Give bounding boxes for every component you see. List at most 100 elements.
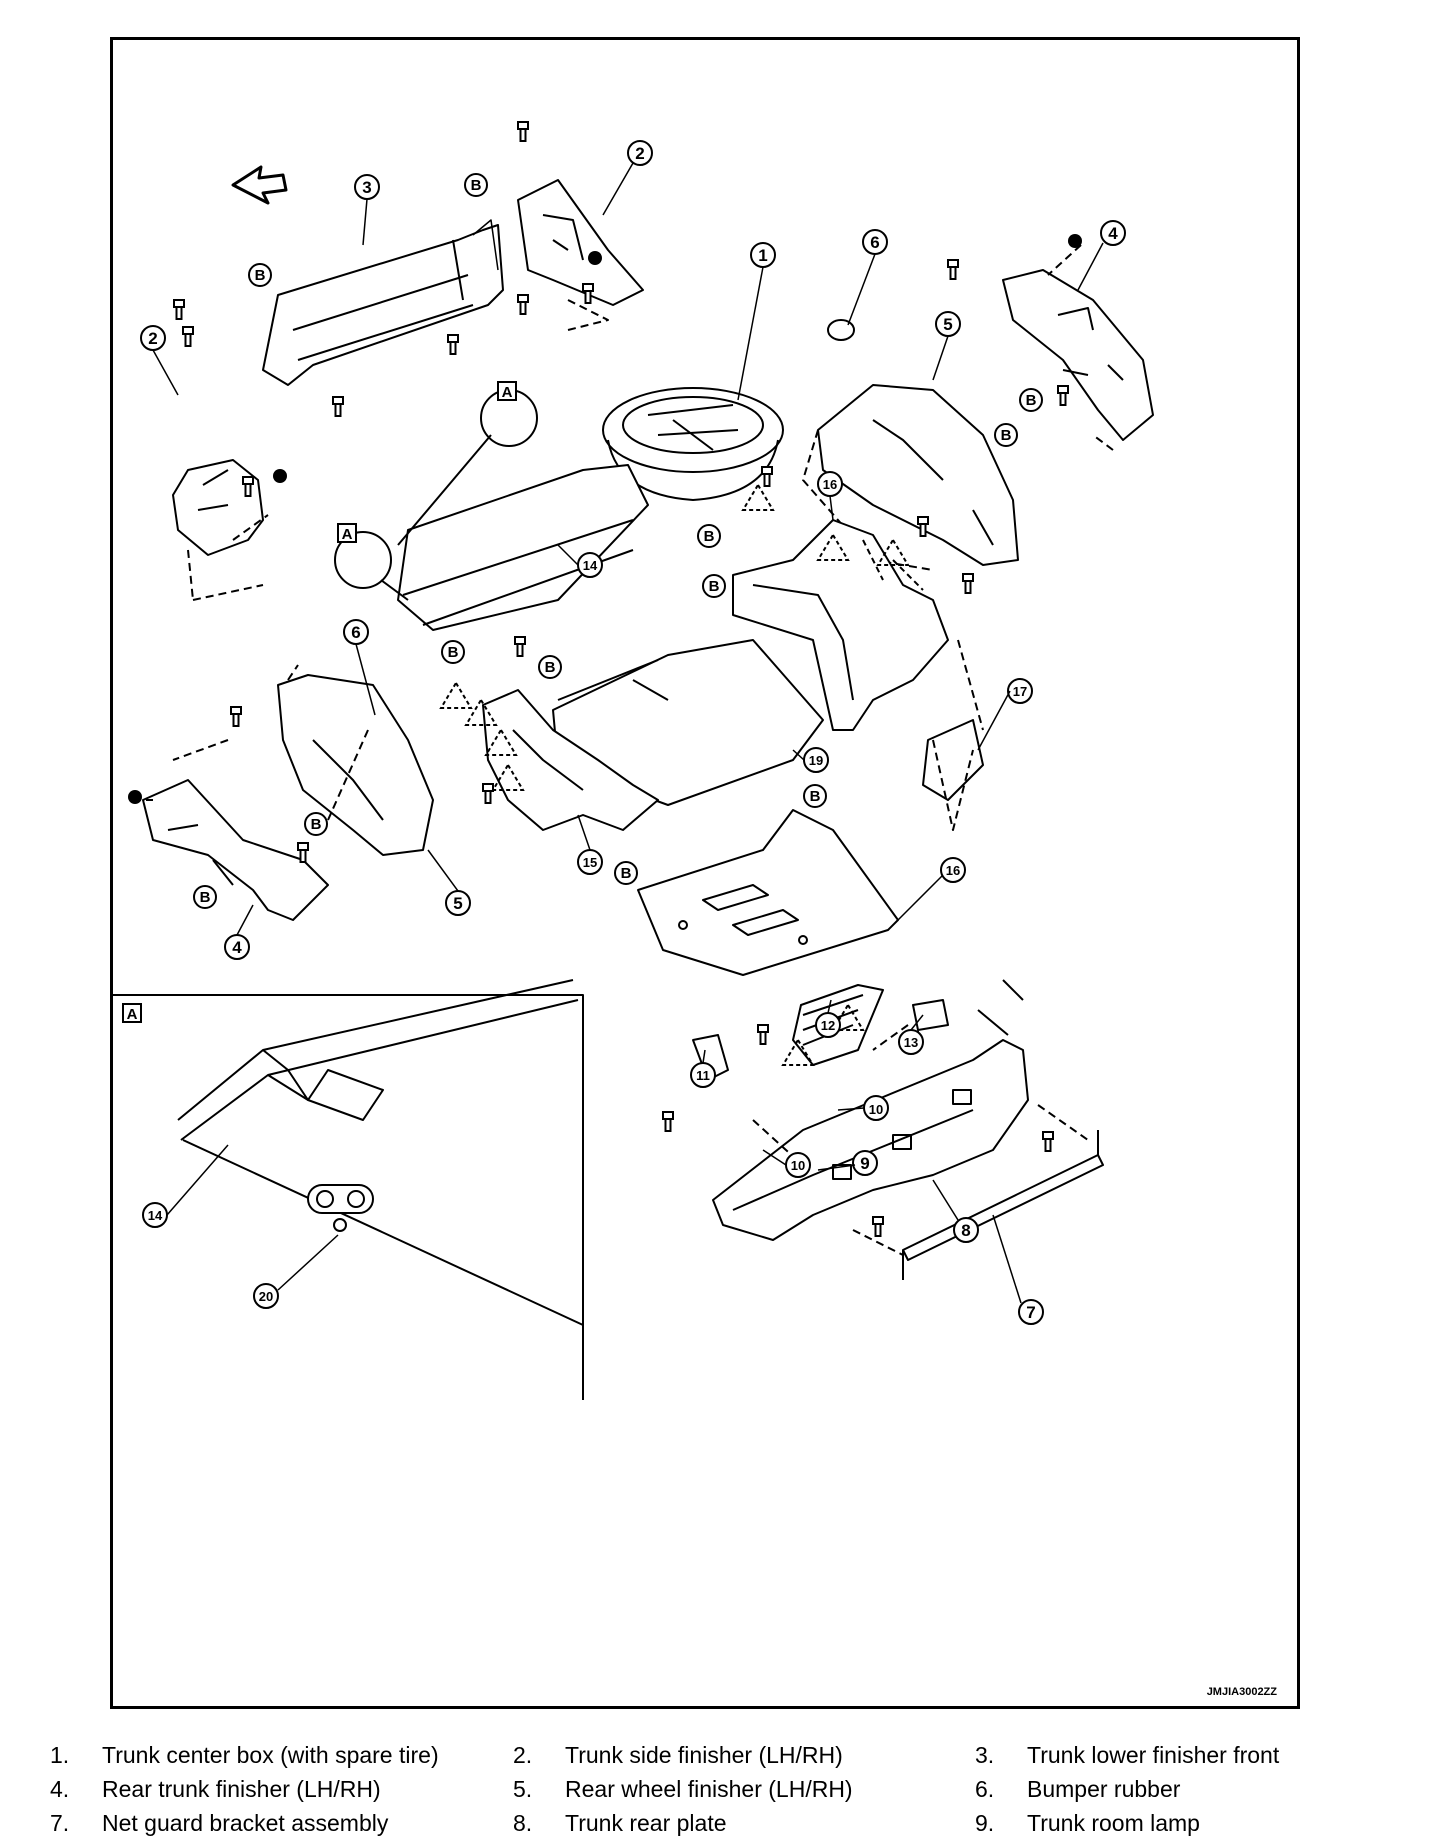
svg-text:10: 10 <box>869 1102 883 1117</box>
svg-text:16: 16 <box>823 477 837 492</box>
svg-text:3: 3 <box>362 178 371 197</box>
svg-text:B: B <box>545 659 556 676</box>
front-direction-arrow-icon <box>231 165 288 205</box>
callouts: 1 2 2 3 4 4 5 5 6 6 7 8 9 10 10 11 12 13… <box>140 140 1126 1325</box>
svg-text:7: 7 <box>1026 1303 1035 1322</box>
callout-7: 7 <box>1018 1299 1044 1325</box>
callout-6a: 6 <box>862 229 888 255</box>
svg-text:A: A <box>342 526 353 543</box>
reference-dots <box>128 234 1082 804</box>
part-13-shape <box>912 999 949 1031</box>
svg-text:5: 5 <box>453 894 462 913</box>
legend-number: 4. <box>50 1776 70 1802</box>
svg-text:14: 14 <box>148 1208 163 1223</box>
svg-text:2: 2 <box>635 144 644 163</box>
legend-text: Rear trunk finisher (LH/RH) <box>102 1776 381 1802</box>
callout-17: 17 <box>1007 678 1033 704</box>
svg-text:10: 10 <box>791 1158 805 1173</box>
legend-number: 5. <box>513 1776 533 1802</box>
svg-text:B: B <box>621 865 632 882</box>
callout-15: 15 <box>577 849 603 875</box>
svg-text:4: 4 <box>1108 224 1118 243</box>
callout-11: 11 <box>690 1062 716 1088</box>
legend-text: Trunk side finisher (LH/RH) <box>565 1742 843 1768</box>
legend-text: Trunk room lamp <box>1027 1810 1200 1836</box>
marker-b: B <box>304 812 328 836</box>
callout-9: 9 <box>852 1150 878 1176</box>
svg-text:B: B <box>471 177 482 194</box>
marker-b: B <box>994 423 1018 447</box>
svg-text:12: 12 <box>821 1018 835 1033</box>
marker-b: B <box>1019 388 1043 412</box>
part-5-upper-shape <box>817 384 1019 566</box>
callout-14b: 14 <box>142 1202 168 1228</box>
svg-text:4: 4 <box>232 938 242 957</box>
marker-b: B <box>538 655 562 679</box>
svg-text:B: B <box>1026 392 1037 409</box>
svg-text:14: 14 <box>583 558 598 573</box>
svg-text:17: 17 <box>1013 684 1027 699</box>
diagram-frame: 1 2 2 3 4 4 5 5 6 6 7 8 9 10 10 11 12 13… <box>110 37 1300 1709</box>
callout-3: 3 <box>354 174 380 200</box>
legend-number: 2. <box>513 1742 533 1768</box>
svg-text:19: 19 <box>809 753 823 768</box>
legend-text: Bumper rubber <box>1027 1776 1181 1802</box>
callout-1: 1 <box>750 242 776 268</box>
svg-text:16: 16 <box>946 863 960 878</box>
marker-b: B <box>697 524 721 548</box>
inset-a-border <box>113 994 584 1400</box>
svg-text:B: B <box>448 644 459 661</box>
svg-text:B: B <box>704 528 715 545</box>
legend-text: Trunk center box (with spare tire) <box>102 1742 439 1768</box>
part-2-upper-shape <box>517 179 644 306</box>
svg-text:6: 6 <box>870 233 879 252</box>
callout-2b: 2 <box>140 325 166 351</box>
svg-text:B: B <box>200 889 211 906</box>
legend-number: 9. <box>975 1810 995 1836</box>
callout-5a: 5 <box>935 311 961 337</box>
part-8-shape <box>712 1039 1029 1241</box>
part-3-shape <box>262 224 504 386</box>
marker-a: A <box>337 523 357 543</box>
part-5-lower-shape <box>277 674 434 856</box>
part-4-upper-shape <box>1002 269 1154 441</box>
marker-a: A <box>497 381 517 401</box>
callout-12: 12 <box>815 1012 841 1038</box>
marker-b: B <box>464 173 488 197</box>
callout-6b: 6 <box>343 619 369 645</box>
part-14-board-shape <box>397 464 649 631</box>
marker-b: B <box>248 263 272 287</box>
marker-a: A <box>122 1003 142 1023</box>
callout-8: 8 <box>953 1217 979 1243</box>
part-17-shape <box>922 719 984 801</box>
part-4-lower-shape <box>142 779 329 921</box>
svg-text:B: B <box>255 267 266 284</box>
marker-b: B <box>193 885 217 909</box>
svg-text:1: 1 <box>758 246 767 265</box>
a-markers: A A A <box>122 381 517 1023</box>
svg-text:2: 2 <box>148 329 157 348</box>
part-16-lower-shape <box>637 809 899 976</box>
callout-14a: 14 <box>577 552 603 578</box>
callout-10a: 10 <box>863 1095 889 1121</box>
legend-text: Trunk lower finisher front <box>1027 1742 1280 1768</box>
legend-number: 8. <box>513 1810 533 1836</box>
callout-20: 20 <box>253 1283 279 1309</box>
svg-text:9: 9 <box>860 1154 869 1173</box>
callout-16b: 16 <box>940 857 966 883</box>
callout-10b: 10 <box>785 1152 811 1178</box>
svg-text:B: B <box>810 788 821 805</box>
svg-text:8: 8 <box>961 1221 970 1240</box>
legend-text: Rear wheel finisher (LH/RH) <box>565 1776 853 1802</box>
part-1-center-box <box>602 387 784 501</box>
legend-text: Net guard bracket assembly <box>102 1810 389 1836</box>
callout-2a: 2 <box>627 140 653 166</box>
exploded-parts-diagram: 1 2 2 3 4 4 5 5 6 6 7 8 9 10 10 11 12 13… <box>113 121 1154 1400</box>
svg-text:13: 13 <box>904 1035 918 1050</box>
legend-number: 6. <box>975 1776 995 1802</box>
svg-text:11: 11 <box>696 1068 710 1083</box>
marker-b: B <box>441 640 465 664</box>
svg-text:20: 20 <box>259 1289 273 1304</box>
svg-text:B: B <box>1001 427 1012 444</box>
svg-text:15: 15 <box>583 855 597 870</box>
